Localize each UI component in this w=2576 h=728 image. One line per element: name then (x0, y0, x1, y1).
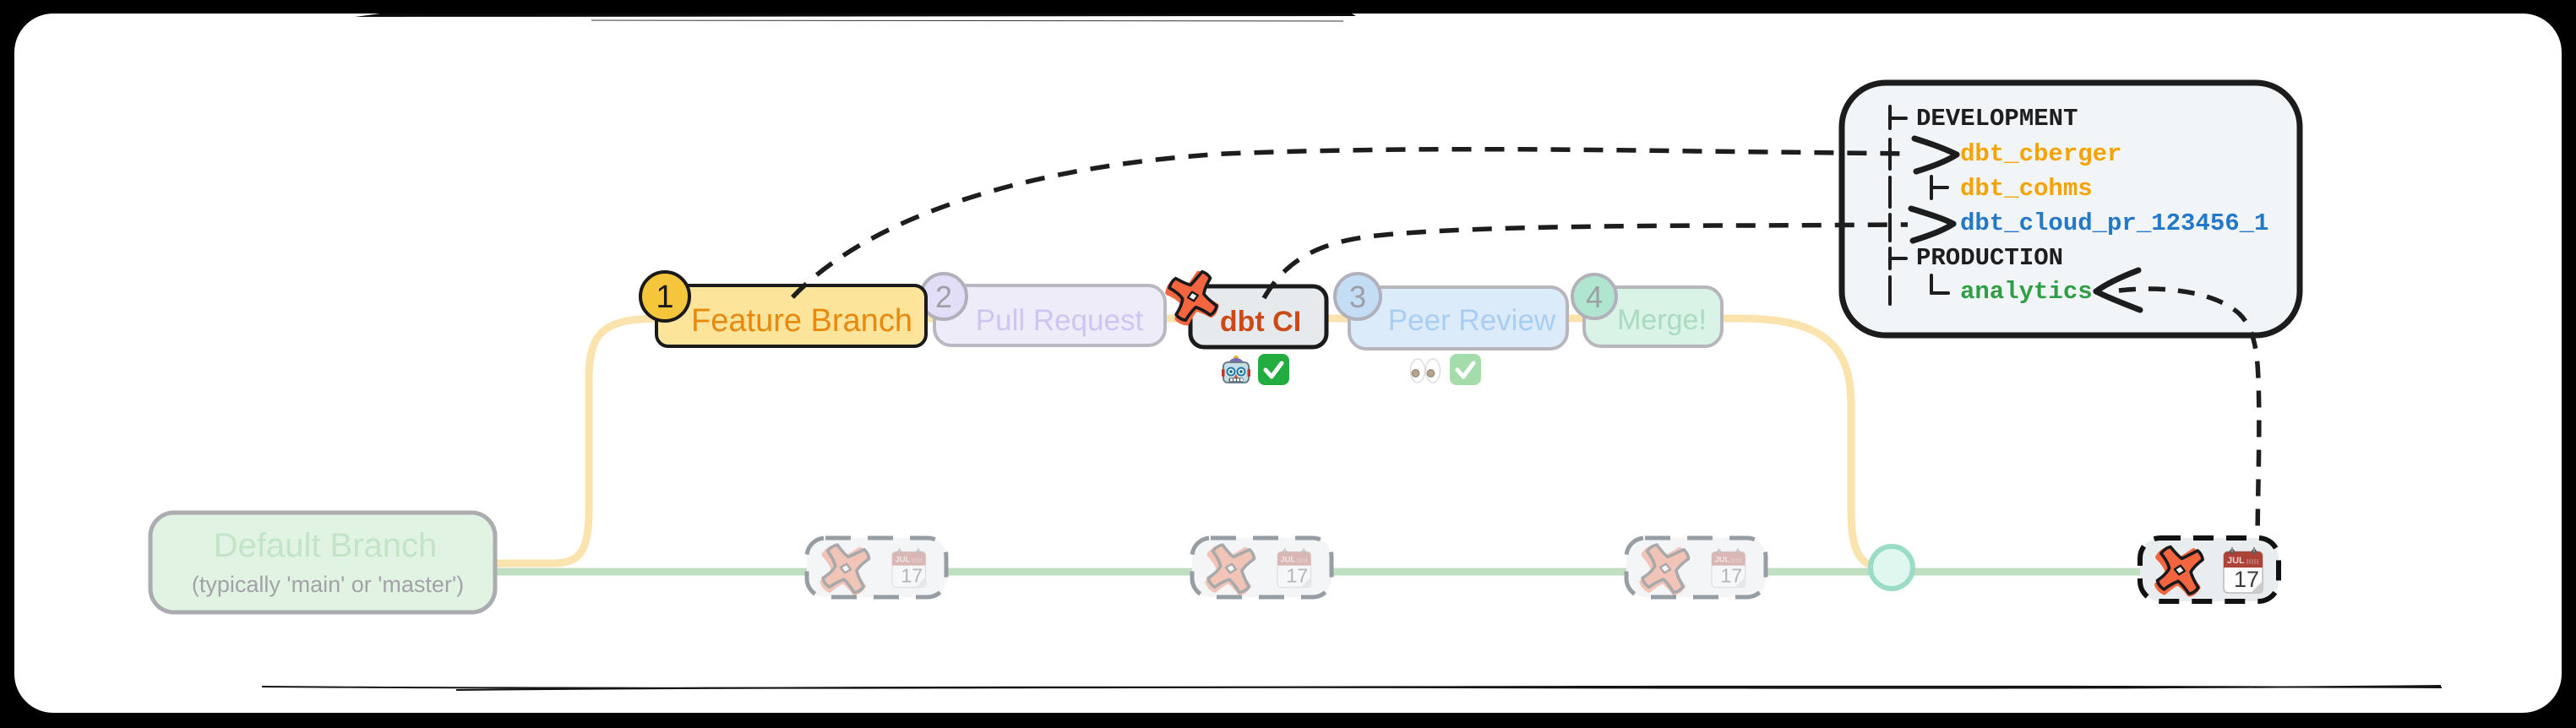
svg-text:Default Branch: Default Branch (214, 527, 438, 564)
svg-text:PRODUCTION: PRODUCTION (1916, 244, 2063, 272)
svg-text:4: 4 (1586, 280, 1603, 314)
svg-text:dbt_cohms: dbt_cohms (1960, 175, 2093, 203)
svg-text:Feature Branch: Feature Branch (691, 303, 912, 339)
svg-text:dbt CI: dbt CI (1220, 306, 1301, 338)
svg-text:Pull Request: Pull Request (976, 304, 1144, 337)
svg-text:Peer Review: Peer Review (1388, 304, 1556, 337)
svg-text:3: 3 (1349, 280, 1366, 314)
svg-text:analytics: analytics (1960, 278, 2093, 306)
svg-text:Merge!: Merge! (1617, 304, 1707, 336)
svg-text:1: 1 (656, 280, 673, 315)
svg-text:dbt_cberger: dbt_cberger (1960, 140, 2121, 168)
svg-text:(typically 'main' or 'master'): (typically 'main' or 'master') (192, 572, 464, 597)
svg-text:DEVELOPMENT: DEVELOPMENT (1916, 105, 2078, 133)
svg-text:2: 2 (935, 280, 952, 314)
svg-text:dbt_cloud_pr_123456_1: dbt_cloud_pr_123456_1 (1960, 209, 2268, 237)
